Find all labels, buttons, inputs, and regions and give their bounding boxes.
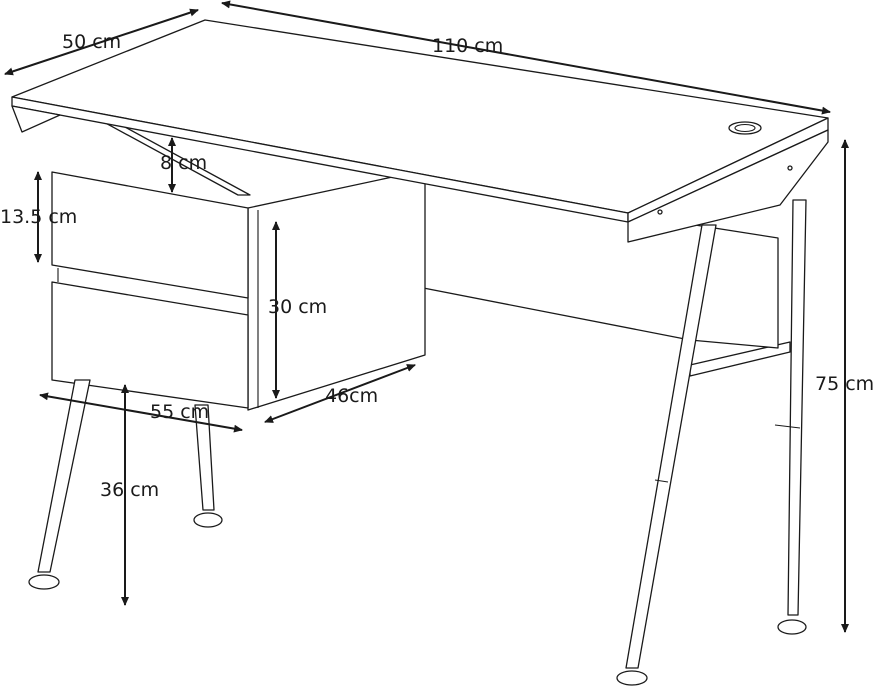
drawer-bottom	[51, 281, 249, 409]
foot	[193, 512, 223, 528]
cabinet-side	[247, 169, 426, 411]
width-label: 110 cm	[432, 35, 503, 57]
apron-right	[627, 129, 829, 243]
front-right-leg	[625, 224, 717, 669]
apron-left	[11, 105, 61, 133]
cabinet-height-label: 30 cm	[268, 296, 327, 318]
dimension-labels: 50 cm 110 cm 8 cm 13.5 cm 30 cm 46cm 55 …	[0, 31, 874, 501]
foot	[777, 619, 807, 635]
leg-clearance-label: 36 cm	[100, 479, 159, 501]
dimension-lines	[4, 0, 849, 633]
depth-label: 50 cm	[62, 31, 121, 53]
desk-drawing	[11, 19, 829, 686]
total-height-label: 75 cm	[815, 373, 874, 395]
front-left-leg	[37, 379, 91, 573]
cabinet-width-label: 55 cm	[150, 401, 209, 423]
foot	[616, 670, 648, 686]
foot	[28, 574, 60, 590]
cable-grommet	[728, 121, 762, 135]
drawer-gap-label: 8 cm	[160, 152, 207, 174]
drawer-height-label: 13.5 cm	[0, 206, 77, 228]
cabinet-depth-label: 46cm	[325, 385, 378, 407]
back-right-leg	[787, 199, 807, 616]
drawer-top	[51, 171, 249, 299]
